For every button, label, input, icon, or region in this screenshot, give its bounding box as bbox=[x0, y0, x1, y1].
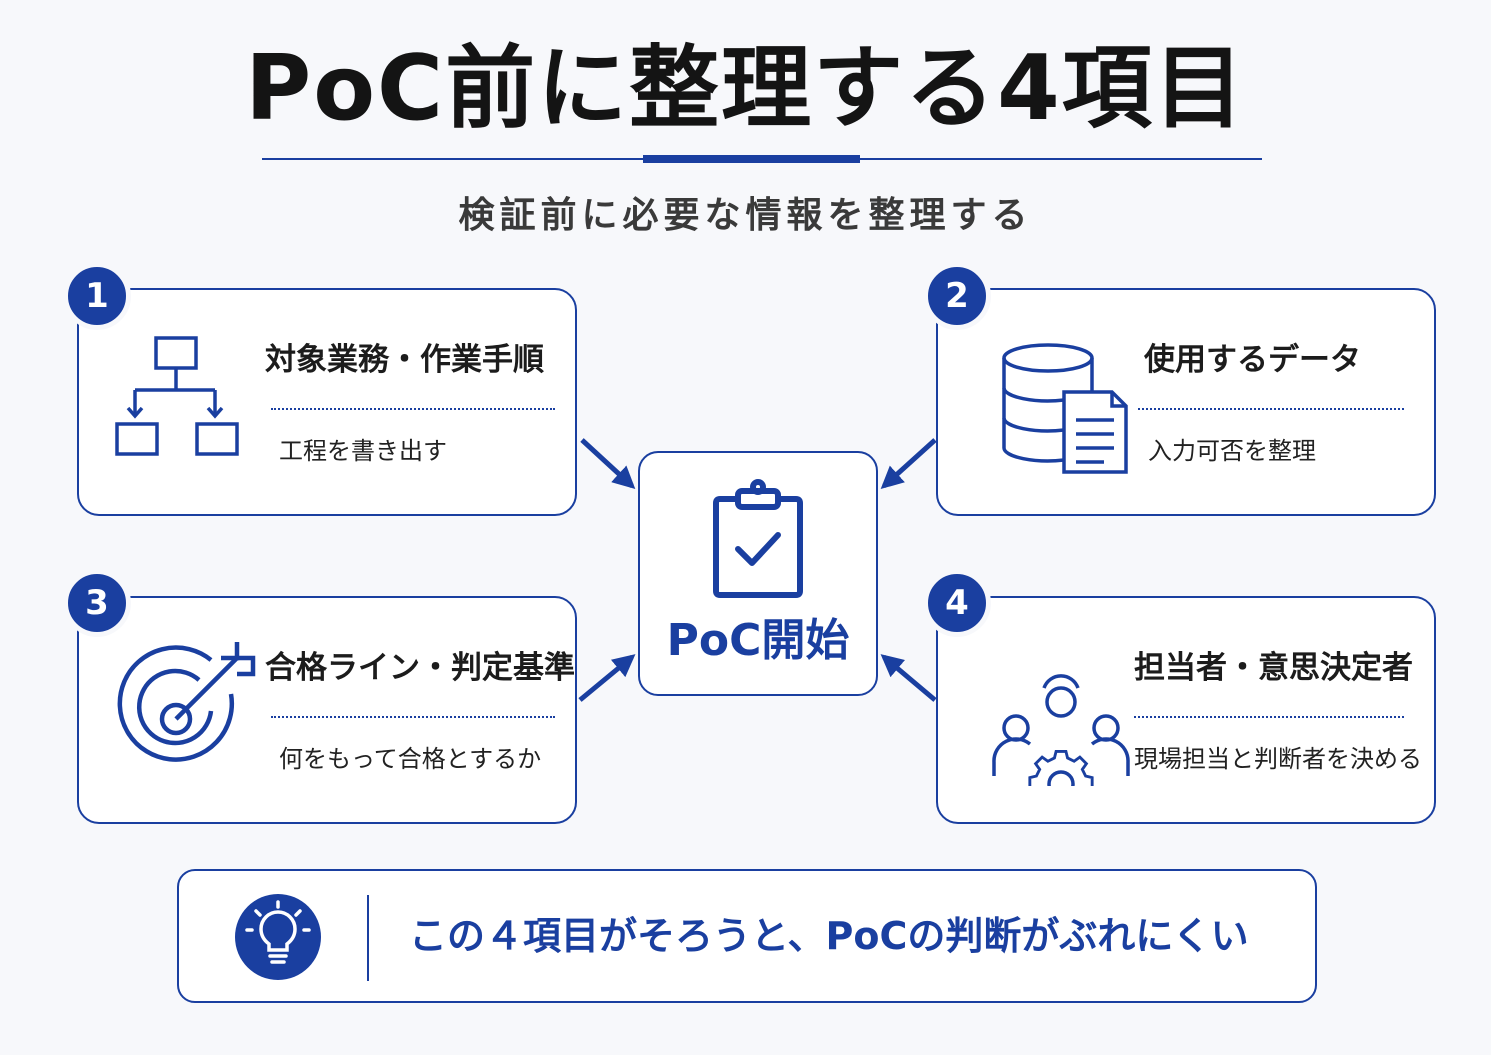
arrow-4 bbox=[880, 654, 937, 702]
arrow-3 bbox=[578, 654, 636, 702]
item-card-1: 対象業務・作業手順 工程を書き出す bbox=[77, 288, 577, 516]
lightbulb-icon bbox=[235, 894, 321, 980]
database-document-icon bbox=[1002, 343, 1128, 474]
item-desc: 現場担当と判断者を決める bbox=[1134, 745, 1422, 773]
item-desc: 何をもって合格とするか bbox=[279, 745, 542, 773]
arrow-2 bbox=[880, 438, 937, 490]
target-arrow-icon bbox=[117, 642, 256, 762]
item-card-2: 使用するデータ 入力可否を整理 bbox=[936, 288, 1436, 516]
divider bbox=[1134, 716, 1404, 718]
item-title: 合格ライン・判定基準 bbox=[265, 650, 575, 686]
summary-note: この４項目がそろうと、PoCの判断がぶれにくい bbox=[177, 869, 1317, 1003]
divider bbox=[271, 408, 555, 410]
title-underline-accent bbox=[643, 155, 860, 163]
number-badge-1: 1 bbox=[63, 262, 131, 330]
item-title: 担当者・意思決定者 bbox=[1134, 650, 1413, 686]
number-badge-3: 3 bbox=[63, 569, 131, 637]
clipboard-check-icon bbox=[713, 479, 803, 598]
note-text: この４項目がそろうと、PoCの判断がぶれにくい bbox=[409, 914, 1249, 958]
item-desc: 工程を書き出す bbox=[279, 437, 447, 465]
item-desc: 入力可否を整理 bbox=[1148, 437, 1316, 465]
flowchart-icon bbox=[115, 336, 239, 456]
center-label: PoC開始 bbox=[666, 615, 850, 666]
arrow-1 bbox=[580, 438, 636, 490]
center-box: PoC開始 bbox=[638, 451, 878, 696]
item-card-3: 合格ライン・判定基準 何をもって合格とするか bbox=[77, 596, 577, 824]
note-divider bbox=[367, 895, 369, 981]
page-title: PoC前に整理する4項目 bbox=[245, 36, 1246, 141]
divider bbox=[271, 716, 555, 718]
team-gear-icon bbox=[992, 674, 1130, 786]
page-subtitle: 検証前に必要な情報を整理する bbox=[458, 195, 1033, 236]
item-title: 対象業務・作業手順 bbox=[265, 342, 544, 378]
item-card-4: 担当者・意思決定者 現場担当と判断者を決める bbox=[936, 596, 1436, 824]
number-badge-2: 2 bbox=[923, 262, 991, 330]
item-title: 使用するデータ bbox=[1144, 342, 1361, 378]
number-badge-4: 4 bbox=[923, 569, 991, 637]
divider bbox=[1138, 408, 1404, 410]
